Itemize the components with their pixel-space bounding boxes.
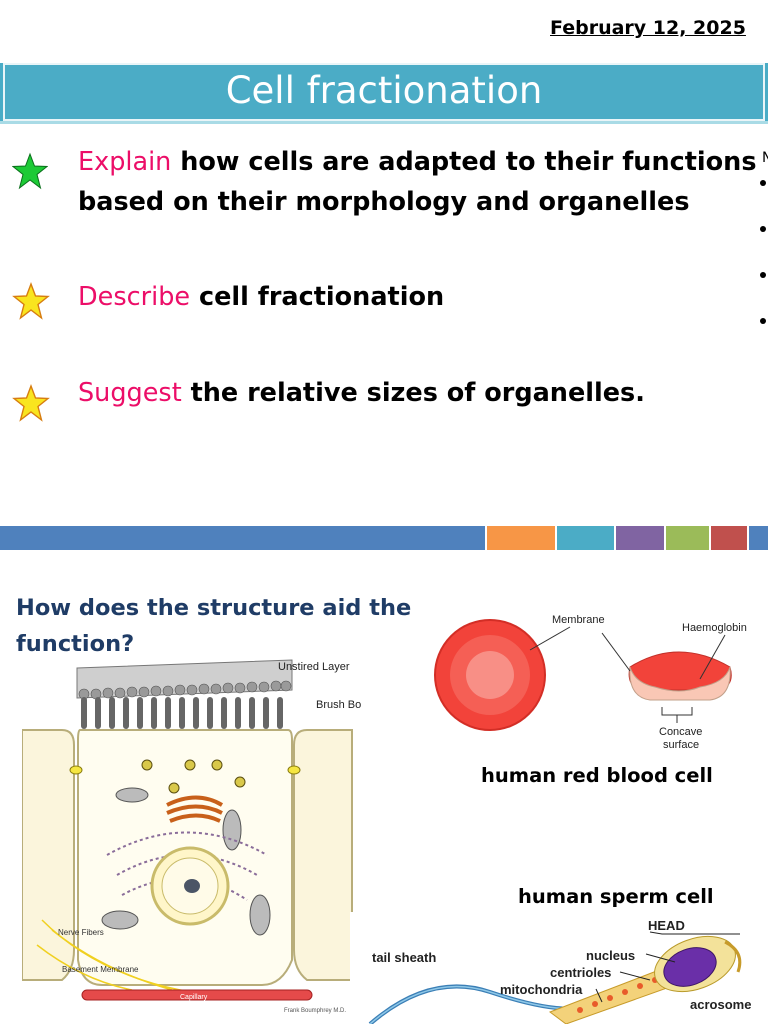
divider-blue-end (749, 526, 768, 550)
slide-title: Cell fractionation (225, 69, 543, 112)
objective-2: Describe cell fractionation (78, 277, 444, 317)
objective-2-verb: Describe (78, 282, 191, 312)
red-blood-cell-diagram: Membrane Haemoglobin Concave surface (434, 614, 747, 751)
label-basement: Basement Membrane (62, 965, 139, 974)
objective-1-verb: Explain (78, 147, 172, 177)
divider-purple (616, 526, 664, 550)
label-head: HEAD (648, 918, 685, 933)
label-unstired: Unstired Layer (278, 661, 350, 673)
edge-bullet (760, 180, 766, 186)
objective-1: Explain how cells are adapted to their f… (78, 142, 757, 222)
rbc-caption: human red blood cell (481, 764, 713, 787)
label-nerve: Nerve Fibers (58, 928, 104, 937)
question-heading: How does the structure aid the function? (16, 595, 412, 657)
label-mitochondria: mitochondria (500, 982, 583, 997)
objective-1-line1: how cells are adapted to their functions (171, 147, 757, 177)
edge-bullet (760, 226, 766, 232)
label-brush: Brush Border (316, 699, 362, 711)
label-acrosome: acrosome (690, 997, 751, 1012)
objective-1-line2: based on their morphology and organelles (78, 187, 690, 217)
label-concave: Concave (659, 726, 702, 738)
edge-cutoff-text: N (762, 150, 768, 166)
objective-3-verb: Suggest (78, 378, 182, 408)
divider-green (666, 526, 709, 550)
objective-3: Suggest the relative sizes of organelles… (78, 373, 645, 413)
label-nucleus: nucleus (586, 948, 635, 963)
star-icon-yellow (12, 384, 50, 422)
label-surface: surface (663, 739, 699, 751)
label-tail-sheath: tail sheath (372, 950, 436, 965)
edge-bullet (760, 318, 766, 324)
divider-orange (487, 526, 555, 550)
label-credit: Frank Boumphrey M.D. (284, 1008, 346, 1014)
star-icon-yellow (12, 282, 50, 320)
sperm-cell-diagram: tail sheath nucleus centrioles mitochond… (350, 912, 768, 1024)
label-centrioles: centrioles (550, 965, 611, 980)
date-label: February 12, 2025 (550, 17, 746, 39)
sperm-caption: human sperm cell (518, 885, 714, 908)
label-membrane: Membrane (552, 614, 605, 626)
divider-teal (557, 526, 614, 550)
divider-blue (0, 526, 485, 550)
epithelial-cell-diagram: Unstired Layer Brush Border Nerve Fibers… (22, 659, 362, 1014)
title-bar: Cell fractionation (0, 60, 768, 124)
objective-3-line1: the relative sizes of organelles. (181, 378, 645, 408)
star-icon-green (12, 152, 48, 190)
divider-red (711, 526, 747, 550)
label-capillary: Capillary (180, 994, 208, 1001)
label-haemoglobin: Haemoglobin (682, 622, 747, 634)
edge-bullet (760, 272, 766, 278)
objective-2-line1: cell fractionation (190, 282, 445, 312)
title-inner-frame (3, 63, 765, 121)
